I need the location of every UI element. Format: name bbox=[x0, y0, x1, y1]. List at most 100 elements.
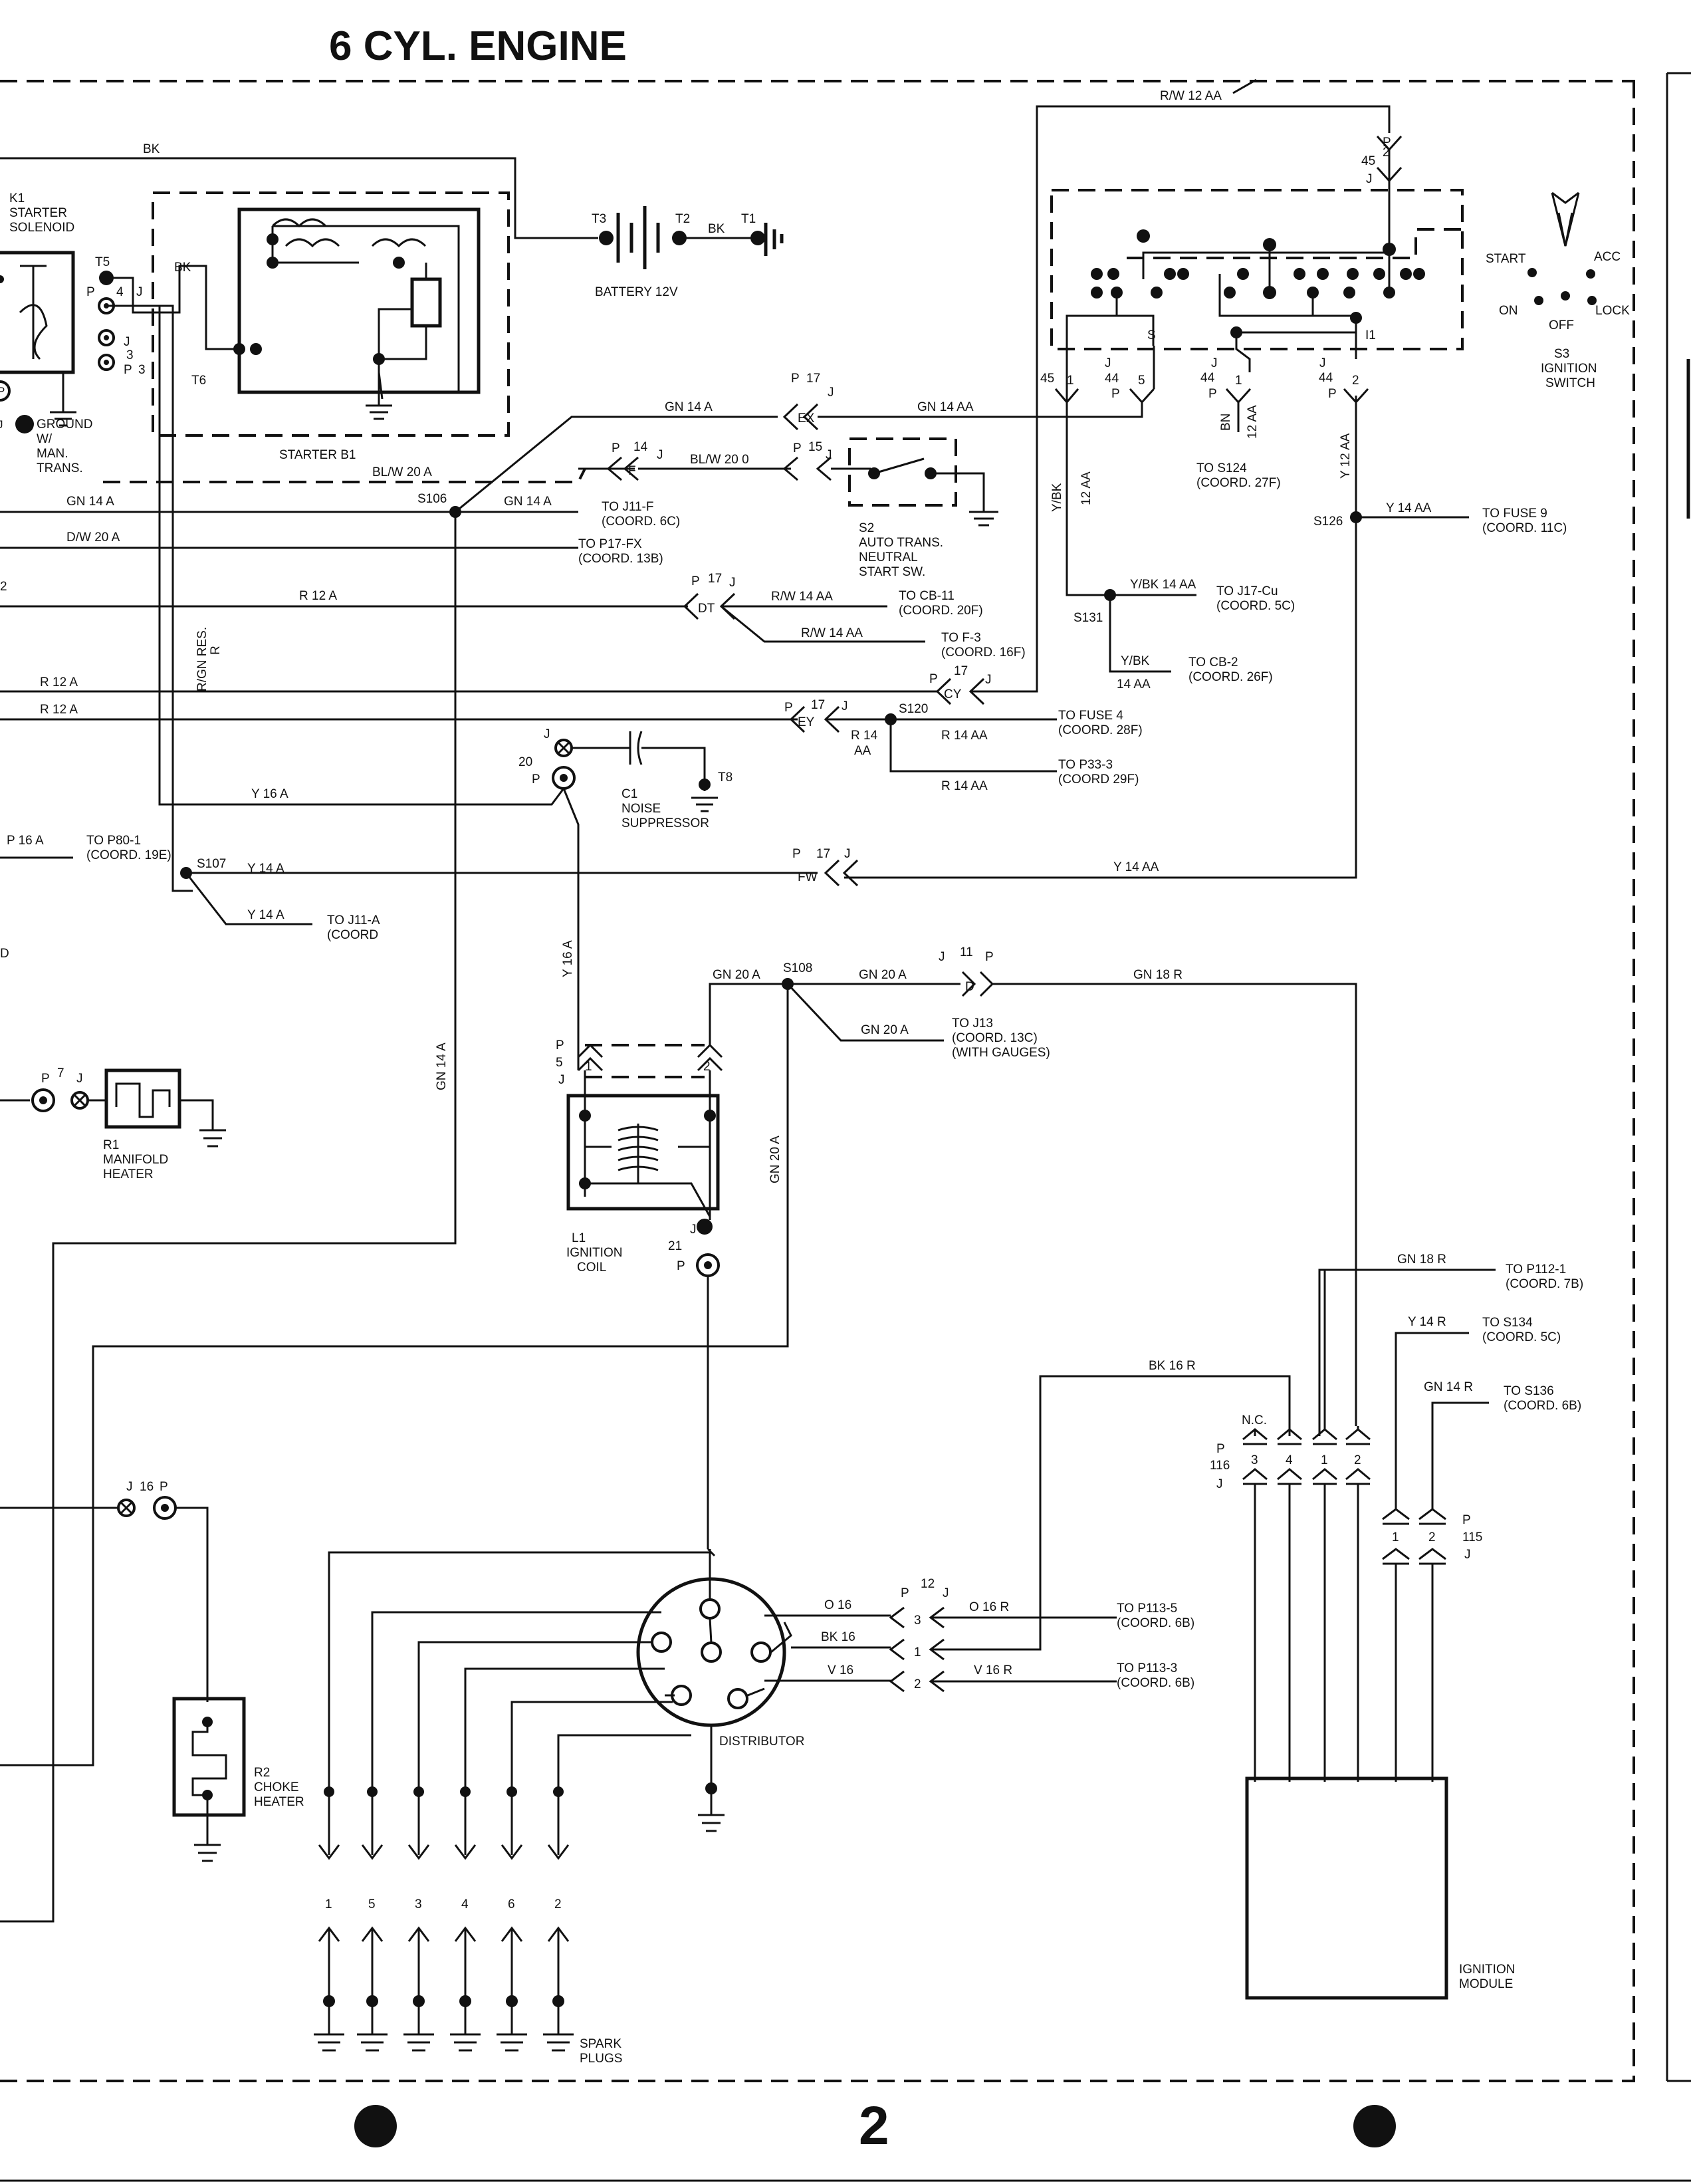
svg-text:GN 14 AA: GN 14 AA bbox=[917, 400, 974, 414]
svg-text:BK: BK bbox=[708, 222, 725, 236]
svg-text:14: 14 bbox=[633, 440, 648, 454]
svg-text:IGNITION: IGNITION bbox=[566, 1246, 622, 1260]
svg-text:J: J bbox=[558, 1073, 565, 1087]
svg-text:R 14 AA: R 14 AA bbox=[941, 779, 988, 793]
svg-text:TO P113-3: TO P113-3 bbox=[1117, 1661, 1177, 1675]
svg-text:S106: S106 bbox=[417, 492, 447, 506]
svg-text:(COORD. 5C): (COORD. 5C) bbox=[1482, 1330, 1561, 1344]
svg-text:EY: EY bbox=[798, 715, 815, 729]
svg-text:TO FUSE 4: TO FUSE 4 bbox=[1058, 709, 1123, 723]
ground-note: J GROUND W/ MAN. TRANS. bbox=[0, 415, 92, 475]
svg-text:GN 18 R: GN 18 R bbox=[1397, 1253, 1446, 1267]
svg-text:IGNITION: IGNITION bbox=[1541, 362, 1597, 376]
svg-text:3: 3 bbox=[914, 1614, 921, 1628]
svg-text:D: D bbox=[0, 947, 9, 961]
svg-text:P 16 A: P 16 A bbox=[7, 834, 44, 848]
svg-text:BATTERY 12V: BATTERY 12V bbox=[595, 285, 678, 299]
svg-text:J: J bbox=[1105, 356, 1111, 370]
ignition-switch-s3: P 2 45 J S bbox=[1050, 135, 1630, 390]
svg-text:(COORD. 28F): (COORD. 28F) bbox=[1058, 723, 1143, 737]
svg-text:J: J bbox=[126, 1480, 133, 1494]
svg-text:J: J bbox=[1319, 356, 1326, 370]
svg-text:P: P bbox=[0, 385, 5, 398]
svg-text:D: D bbox=[965, 980, 974, 994]
svg-text:Y/BK: Y/BK bbox=[1121, 654, 1150, 668]
svg-text:Y/BK 14 AA: Y/BK 14 AA bbox=[1130, 578, 1196, 592]
svg-text:3: 3 bbox=[415, 1897, 422, 1911]
svg-text:(COORD. 19E): (COORD. 19E) bbox=[86, 848, 171, 862]
svg-text:R 12 A: R 12 A bbox=[299, 589, 337, 603]
svg-text:(WITH GAUGES): (WITH GAUGES) bbox=[952, 1046, 1050, 1060]
svg-text:S131: S131 bbox=[1073, 611, 1103, 625]
svg-text:1: 1 bbox=[1067, 374, 1074, 388]
svg-text:45: 45 bbox=[1361, 154, 1375, 168]
starter-solenoid-k1: K1 STARTER SOLENOID T5 P 4 J J 3 P 3 P bbox=[0, 191, 146, 427]
svg-text:115: 115 bbox=[1462, 1530, 1482, 1544]
svg-text:15: 15 bbox=[808, 440, 822, 454]
svg-text:5: 5 bbox=[556, 1056, 563, 1070]
svg-text:HEATER: HEATER bbox=[103, 1167, 154, 1181]
svg-text:J: J bbox=[826, 448, 832, 462]
svg-text:SPARK: SPARK bbox=[580, 2037, 621, 2051]
svg-text:P: P bbox=[160, 1480, 168, 1494]
connector-p12: P 12 J 3 1 2 bbox=[889, 1577, 949, 1693]
svg-text:J: J bbox=[76, 1072, 83, 1086]
connector-p44-1: 44 J P 1 BN 12 AA TO S124 (COORD. 27F) bbox=[1196, 356, 1281, 490]
svg-text:Y 14 AA: Y 14 AA bbox=[1113, 860, 1159, 874]
svg-text:5: 5 bbox=[1138, 374, 1145, 388]
svg-text:BK: BK bbox=[143, 142, 160, 156]
svg-text:TO CB-2: TO CB-2 bbox=[1188, 656, 1238, 669]
svg-text:P: P bbox=[1462, 1513, 1471, 1527]
svg-text:Y/BK: Y/BK bbox=[1050, 483, 1064, 512]
svg-text:TO P17-FX: TO P17-FX bbox=[578, 537, 642, 551]
svg-text:O 16 R: O 16 R bbox=[969, 1600, 1009, 1614]
svg-text:J: J bbox=[844, 847, 851, 861]
svg-text:TO FUSE 9: TO FUSE 9 bbox=[1482, 507, 1547, 521]
svg-text:DISTRIBUTOR: DISTRIBUTOR bbox=[719, 1735, 804, 1749]
svg-text:3: 3 bbox=[126, 348, 134, 362]
svg-text:(COORD. 5C): (COORD. 5C) bbox=[1216, 599, 1295, 613]
svg-text:J: J bbox=[657, 448, 663, 462]
svg-text:TO S134: TO S134 bbox=[1482, 1316, 1533, 1330]
svg-text:F: F bbox=[628, 464, 636, 478]
svg-text:S: S bbox=[1147, 328, 1156, 342]
svg-text:3: 3 bbox=[1251, 1453, 1258, 1467]
svg-text:P: P bbox=[1383, 136, 1391, 150]
svg-text:IGNITION: IGNITION bbox=[1459, 1963, 1515, 1977]
svg-text:COIL: COIL bbox=[577, 1261, 606, 1274]
svg-text:S108: S108 bbox=[783, 961, 812, 975]
svg-text:12 AA: 12 AA bbox=[1079, 471, 1093, 505]
svg-text:12: 12 bbox=[921, 1577, 935, 1591]
svg-text:P: P bbox=[1216, 1442, 1225, 1456]
connector-p116: N.C. P 116 J 3 4 1 2 bbox=[1210, 1413, 1371, 1491]
svg-text:DT: DT bbox=[698, 602, 715, 616]
svg-text:TO P113-5: TO P113-5 bbox=[1117, 1602, 1177, 1616]
svg-text:P: P bbox=[791, 372, 800, 386]
svg-text:4: 4 bbox=[1286, 1453, 1293, 1467]
svg-text:2: 2 bbox=[703, 1060, 711, 1074]
connector-cy: P 17 J CY bbox=[929, 664, 992, 705]
svg-text:C1: C1 bbox=[621, 787, 637, 801]
svg-text:(COORD. 13C): (COORD. 13C) bbox=[952, 1031, 1038, 1045]
svg-text:GROUND: GROUND bbox=[37, 418, 92, 431]
svg-text:R2: R2 bbox=[254, 1766, 270, 1780]
svg-text:STARTER: STARTER bbox=[9, 206, 67, 220]
ignition-module: IGNITION MODULE bbox=[1245, 1776, 1515, 2000]
registration-dot-left bbox=[354, 2105, 397, 2147]
svg-text:START SW.: START SW. bbox=[859, 565, 925, 579]
svg-text:J: J bbox=[1366, 172, 1373, 186]
svg-text:44: 44 bbox=[1319, 371, 1333, 385]
svg-text:(COORD. 16F): (COORD. 16F) bbox=[941, 646, 1026, 660]
svg-text:GN 20 A: GN 20 A bbox=[768, 1136, 782, 1183]
svg-text:Y 12 AA: Y 12 AA bbox=[1339, 433, 1353, 479]
svg-text:Y 16 A: Y 16 A bbox=[561, 940, 575, 977]
svg-text:1: 1 bbox=[325, 1897, 332, 1911]
svg-text:SWITCH: SWITCH bbox=[1545, 376, 1595, 390]
svg-text:GN 14 R: GN 14 R bbox=[1424, 1380, 1473, 1394]
svg-text:(COORD. 7B): (COORD. 7B) bbox=[1506, 1277, 1583, 1291]
connector-ey: P 17 J EY bbox=[784, 698, 848, 733]
svg-text:ON: ON bbox=[1499, 304, 1518, 318]
svg-text:MAN.: MAN. bbox=[37, 447, 68, 461]
svg-text:(COORD. 26F): (COORD. 26F) bbox=[1188, 670, 1273, 684]
